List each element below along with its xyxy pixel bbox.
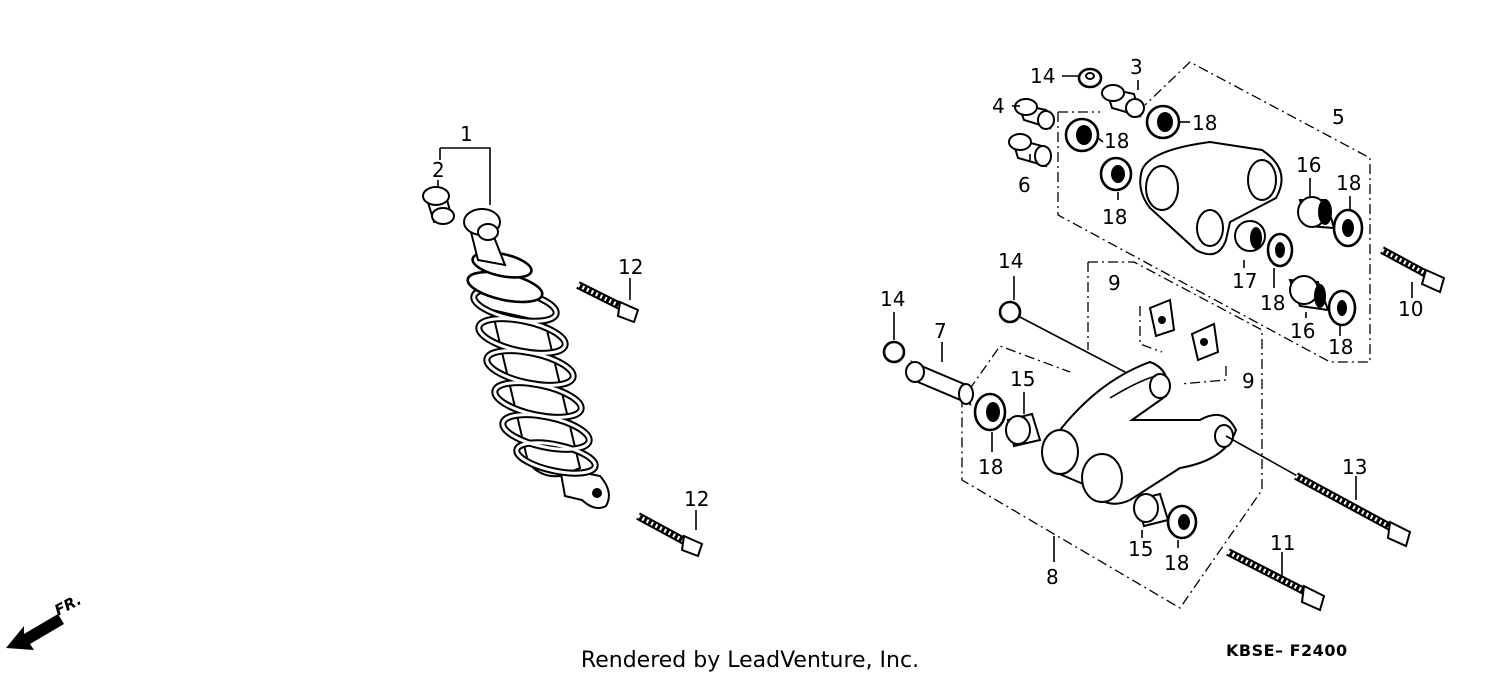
collar-3[interactable] (1101, 84, 1145, 118)
seal-18-e[interactable] (1266, 232, 1294, 268)
lower-arm-8[interactable] (1041, 360, 1238, 505)
callout-18a: 18 (1104, 129, 1129, 153)
plate-9-b[interactable] (1190, 322, 1220, 362)
callout-16a: 16 (1296, 153, 1321, 177)
callout-12a: 12 (618, 255, 643, 279)
callout-18h: 18 (1164, 551, 1189, 575)
seal-18-f[interactable] (1327, 289, 1357, 327)
footer-credit: Rendered by LeadVenture, Inc. (580, 648, 920, 673)
callout-4: 4 (992, 94, 1005, 118)
shock-absorber[interactable] (463, 208, 610, 509)
bearing-18-g[interactable] (973, 392, 1007, 432)
bearing-15-a[interactable] (1005, 412, 1042, 448)
callout-15a: 15 (1010, 367, 1035, 391)
bearing-16-a[interactable] (1297, 196, 1336, 230)
callout-14a: 14 (1030, 64, 1055, 88)
callouts: 1 2 12 12 14 3 4 18 18 6 18 5 16 18 14 9… (432, 55, 1423, 589)
callout-3: 3 (1130, 55, 1143, 79)
bearing-18-a[interactable] (1064, 117, 1100, 153)
callout-18c: 18 (1102, 205, 1127, 229)
bolt-10[interactable] (1380, 246, 1446, 294)
callout-5: 5 (1332, 105, 1345, 129)
seal-18-h[interactable] (1166, 504, 1198, 540)
collar-4[interactable] (1014, 98, 1055, 130)
callout-18d: 18 (1336, 171, 1361, 195)
callout-11: 11 (1270, 531, 1295, 555)
callout-10: 10 (1398, 297, 1423, 321)
leader-lines (437, 75, 1413, 578)
callout-18f: 18 (1328, 335, 1353, 359)
bolt-13[interactable] (1225, 435, 1412, 548)
nut-14-left[interactable] (882, 340, 906, 364)
bolt-12-upper[interactable] (576, 281, 640, 324)
upper-link-5[interactable] (1139, 140, 1283, 256)
bearing-18-c[interactable] (1099, 156, 1133, 192)
callout-6: 6 (1018, 173, 1031, 197)
plate-9-a[interactable] (1148, 298, 1176, 338)
bearing-17[interactable] (1234, 220, 1266, 252)
callout-7: 7 (934, 319, 947, 343)
collar-6[interactable] (1008, 133, 1052, 168)
bolt-12-lower[interactable] (636, 512, 704, 558)
bushing-2[interactable] (422, 186, 455, 225)
callout-14c: 14 (880, 287, 905, 311)
callout-17: 17 (1232, 269, 1257, 293)
bolt-11[interactable] (1226, 548, 1326, 612)
bearing-15-b[interactable] (1133, 492, 1170, 528)
seal-18-d[interactable] (1332, 208, 1364, 248)
callout-12b: 12 (684, 487, 709, 511)
callout-18g: 18 (978, 455, 1003, 479)
callout-9a: 9 (1108, 271, 1121, 295)
callout-14b: 14 (998, 249, 1023, 273)
callout-1: 1 (460, 122, 473, 146)
callout-15b: 15 (1128, 537, 1153, 561)
callout-8: 8 (1046, 565, 1059, 589)
group-outline-8 (961, 261, 1263, 609)
callout-18b: 18 (1192, 111, 1217, 135)
pivot-pipe-7[interactable] (905, 360, 974, 406)
nut-14-top[interactable] (1077, 67, 1103, 89)
group-outline-5 (1057, 61, 1371, 363)
callout-2: 2 (432, 158, 445, 182)
bearing-16-b[interactable] (1288, 275, 1330, 312)
callout-9b: 9 (1242, 369, 1255, 393)
callout-13: 13 (1342, 455, 1367, 479)
callout-18e: 18 (1260, 291, 1285, 315)
diagram-code: KBSE– F2400 (1226, 641, 1348, 660)
front-arrow-icon: FR. (6, 591, 84, 650)
bearing-18-b[interactable] (1145, 104, 1181, 140)
callout-16b: 16 (1290, 319, 1315, 343)
